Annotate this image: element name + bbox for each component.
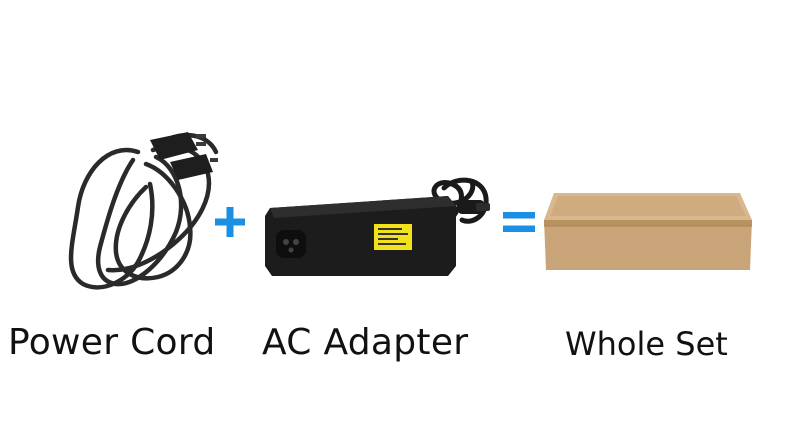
cardboard-box-icon (544, 193, 752, 270)
power-cord-icon (68, 132, 219, 290)
equals-icon (503, 212, 535, 232)
power-cord-label: Power Cord (8, 322, 216, 363)
ac-adapter-label: AC Adapter (262, 322, 469, 363)
ac-adapter-icon (265, 177, 490, 276)
plus-icon (215, 207, 245, 237)
whole-set-label: Whole Set (565, 325, 728, 363)
